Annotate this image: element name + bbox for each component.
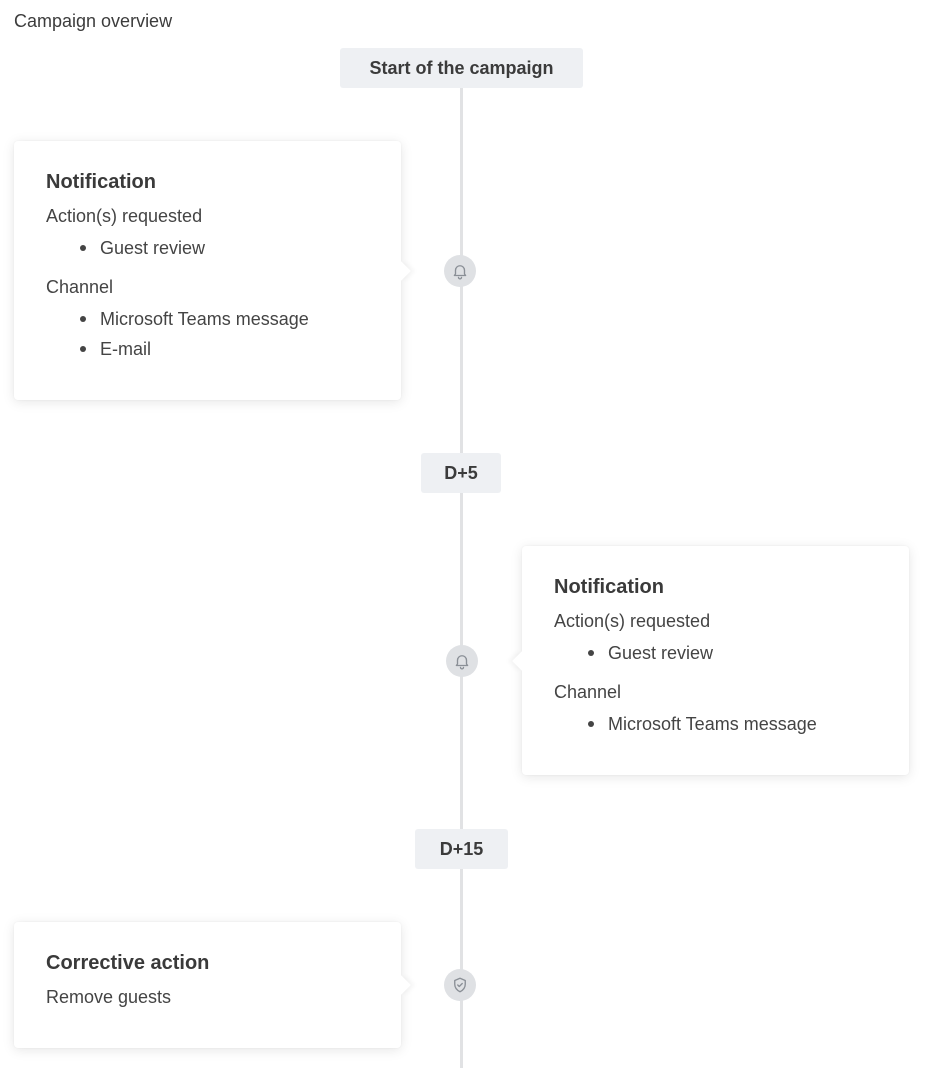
actions-list: Guest review [46, 233, 369, 263]
channel-list: Microsoft Teams message [554, 709, 877, 739]
list-item: Microsoft Teams message [80, 304, 369, 334]
list-item: E-mail [80, 334, 369, 364]
card-title: Notification [554, 576, 664, 598]
card-title: Corrective action [46, 952, 210, 974]
timeline-node-3 [444, 969, 476, 1001]
actions-label: Action(s) requested [554, 611, 711, 631]
bell-icon [455, 655, 469, 670]
actions-list: Guest review [554, 638, 877, 668]
notification-card-1: Notification Action(s) requested Guest r… [14, 141, 401, 400]
milestone-d5: D+5 [421, 453, 501, 493]
card-description: Remove guests [46, 987, 172, 1007]
notification-card-2: Notification Action(s) requested Guest r… [522, 546, 909, 775]
bell-icon [453, 265, 467, 280]
list-item: Guest review [80, 233, 369, 263]
corrective-action-card: Corrective action Remove guests [14, 922, 401, 1048]
list-item: Microsoft Teams message [588, 709, 877, 739]
timeline-node-1 [444, 255, 476, 287]
page-title: Campaign overview [14, 11, 173, 31]
timeline-node-2 [446, 645, 478, 677]
channel-label: Channel [46, 277, 114, 297]
actions-label: Action(s) requested [46, 206, 203, 226]
milestone-start: Start of the campaign [340, 48, 583, 88]
list-item: Guest review [588, 638, 877, 668]
channel-list: Microsoft Teams message E-mail [46, 304, 369, 364]
card-title: Notification [46, 171, 156, 193]
channel-label: Channel [554, 682, 622, 702]
shield-check-icon [454, 977, 466, 993]
milestone-d15: D+15 [415, 829, 508, 869]
timeline-line [460, 86, 463, 1068]
